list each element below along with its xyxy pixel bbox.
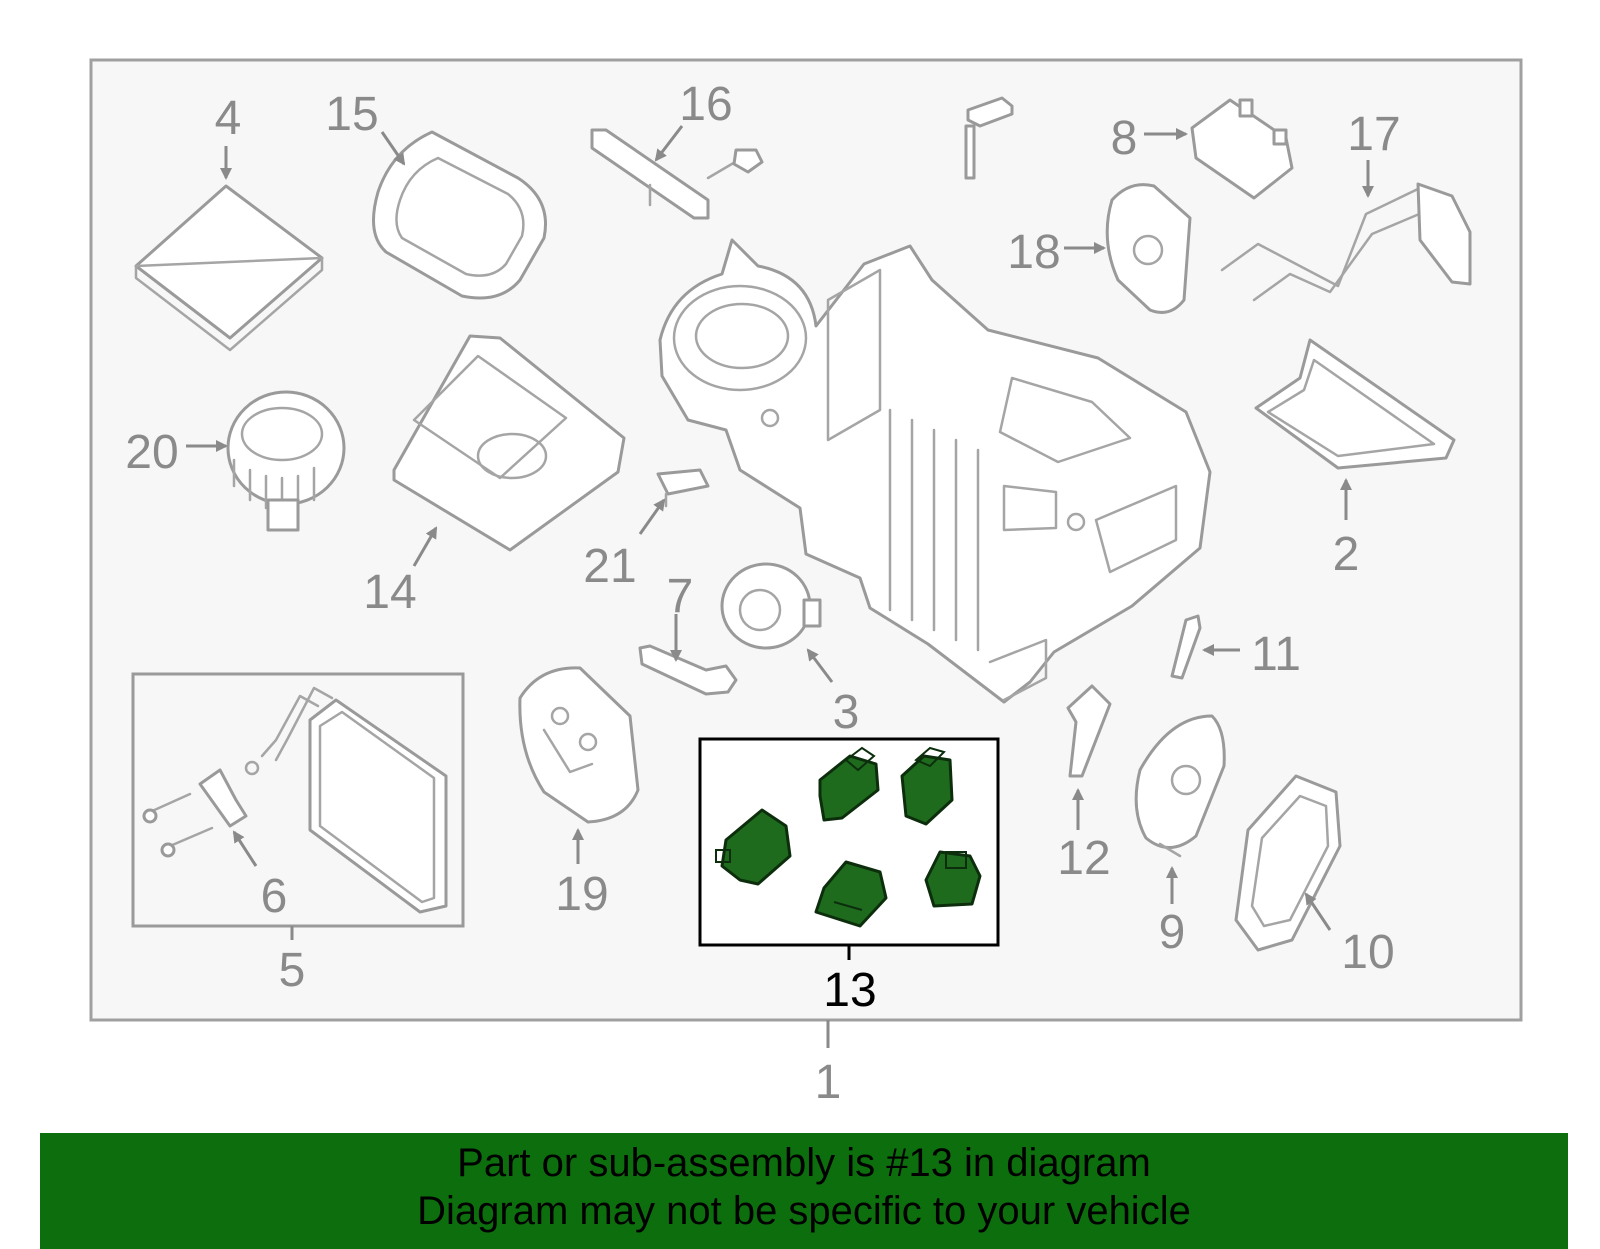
banner-line-1: Part or sub-assembly is #13 in diagram [457, 1141, 1151, 1185]
part-15-filter-frame[interactable] [372, 130, 547, 300]
label-part-19: 19 [555, 868, 608, 921]
part-11-sensor[interactable] [1170, 614, 1202, 680]
label-part-5: 5 [279, 944, 306, 997]
part-20-blower-motor[interactable] [226, 390, 346, 532]
temperature-sensor [964, 96, 1014, 180]
part-5-group-box [131, 672, 465, 928]
label-part-16: 16 [679, 78, 732, 131]
label-part-21: 21 [583, 540, 636, 593]
label-part-11: 11 [1251, 628, 1301, 681]
label-part-6: 6 [261, 870, 288, 923]
part-12-bracket[interactable] [1066, 684, 1112, 778]
part-5-evaporator[interactable] [244, 686, 448, 914]
label-part-7: 7 [667, 570, 694, 623]
label-part-2: 2 [1333, 528, 1360, 581]
part-13-actuator-c[interactable] [715, 808, 792, 886]
part-6-bolts-bracket[interactable] [142, 768, 248, 858]
label-part-12: 12 [1057, 832, 1110, 885]
label-part-18: 18 [1007, 226, 1060, 279]
banner-line-2: Diagram may not be specific to your vehi… [417, 1189, 1191, 1233]
part-3-actuator-motor[interactable] [720, 562, 822, 650]
label-part-3: 3 [833, 686, 860, 739]
label-part-1: 1 [815, 1056, 842, 1109]
part-13-actuator-b[interactable] [900, 746, 954, 826]
label-part-8: 8 [1111, 112, 1138, 165]
part-9-actuator[interactable] [1134, 714, 1226, 858]
part-8-actuator[interactable] [1190, 98, 1294, 200]
bolt [706, 148, 764, 180]
label-part-14: 14 [363, 566, 416, 619]
part-21-clip[interactable] [656, 468, 710, 508]
part-2-case-cover[interactable] [1254, 338, 1456, 470]
part-14-blower-case[interactable] [392, 334, 626, 552]
part-7-duct[interactable] [638, 644, 738, 696]
label-part-10: 10 [1341, 926, 1394, 979]
hvac-main-housing[interactable] [658, 238, 1212, 704]
part-16-bracket[interactable] [590, 128, 710, 220]
part-13-actuator-e[interactable] [924, 850, 982, 908]
label-part-17: 17 [1347, 108, 1400, 161]
label-part-4: 4 [215, 92, 242, 145]
part-18-mode-door-actuator[interactable] [1105, 183, 1192, 314]
part-13-actuator-d[interactable] [814, 860, 888, 928]
part-13-actuator-a[interactable] [818, 746, 880, 822]
part-4-cabin-filter[interactable] [134, 184, 324, 352]
info-banner: Part or sub-assembly is #13 in diagram D… [40, 1133, 1568, 1249]
label-part-9: 9 [1159, 906, 1186, 959]
part-19-actuator[interactable] [518, 666, 640, 824]
label-part-20: 20 [125, 426, 178, 479]
label-part-13: 13 [823, 964, 876, 1017]
part-17-heater-pipes[interactable] [1220, 182, 1472, 302]
label-part-15: 15 [325, 88, 378, 141]
